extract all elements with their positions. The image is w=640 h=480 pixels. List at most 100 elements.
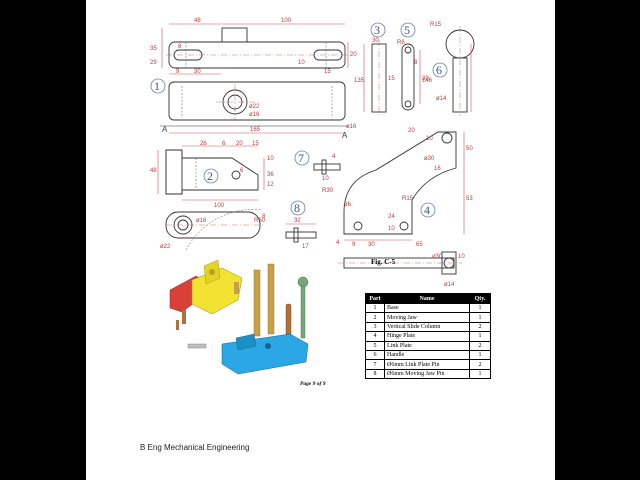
- svg-text:4: 4: [424, 203, 430, 217]
- footer-text: B Eng Mechanical Engineering: [140, 443, 250, 452]
- dim-text: 32: [294, 218, 301, 224]
- dim-text: 12: [267, 182, 274, 188]
- moving-jaw-model: [191, 259, 243, 315]
- column-header: Qty.: [469, 293, 491, 304]
- dim-text: 10: [388, 226, 395, 232]
- link-plate-model: [285, 303, 292, 339]
- column-header: Name: [384, 293, 470, 304]
- part-balloon: 3: [370, 22, 386, 38]
- handle-model: [297, 276, 309, 339]
- dim-text: ø16: [196, 218, 207, 224]
- hinge-plate-drawing: [338, 131, 465, 275]
- dim-text: 30: [368, 242, 375, 248]
- part-number-cell: 1: [365, 302, 385, 314]
- link-plate-drawing: [401, 43, 421, 111]
- dim-text: 26: [200, 141, 207, 147]
- vertical-column-model: [253, 263, 275, 337]
- dim-text: 10: [267, 156, 274, 162]
- svg-text:8: 8: [294, 201, 300, 215]
- pin-model: [176, 320, 179, 330]
- dim-text: ø30: [432, 254, 443, 260]
- quantity-cell: 2: [469, 359, 491, 370]
- svg-text:2: 2: [207, 169, 213, 183]
- dim-text: 16: [434, 166, 441, 172]
- spring-model: [187, 343, 207, 349]
- dim-text: 8: [262, 214, 266, 220]
- dim-text: 17: [302, 244, 309, 250]
- dim-text: 10: [426, 136, 433, 142]
- part-balloon: 6: [432, 62, 448, 78]
- part-balloon: 4: [420, 202, 436, 218]
- svg-text:6: 6: [436, 63, 442, 77]
- dim-text: 100: [214, 203, 225, 209]
- quantity-cell: 1: [469, 368, 491, 380]
- dim-text: 20: [236, 141, 243, 147]
- pins-drawing: [285, 159, 341, 243]
- svg-text:3: 3: [374, 23, 380, 37]
- part-name-cell: Vertical Slide Column: [384, 321, 470, 333]
- dim-text: R30: [322, 188, 334, 194]
- quantity-cell: 1: [469, 312, 491, 323]
- part-number-cell: 6: [365, 349, 385, 361]
- dim-text: 15: [388, 76, 395, 82]
- dim-text: 15: [252, 141, 259, 147]
- dim-text: 20: [350, 52, 357, 58]
- dim-text: ø22: [249, 104, 260, 110]
- svg-text:7: 7: [298, 151, 304, 165]
- dim-text: 10: [458, 254, 465, 260]
- part-name-cell: Handle: [384, 349, 470, 361]
- dim-text: 30: [194, 69, 201, 75]
- document-page: 48 100 35 8 29 20 9 30 10 15 ø22 ø16 165…: [86, 0, 555, 480]
- dim-text: R6: [397, 40, 405, 46]
- part-name-cell: Ø6mm Link Plate Pin: [384, 359, 470, 370]
- table-header-row: Part Name Qty.: [365, 293, 491, 304]
- base-model: [221, 333, 309, 375]
- dim-text: 50: [466, 146, 473, 152]
- dim-text: 30: [372, 38, 379, 44]
- dim-text: 35: [150, 46, 157, 52]
- base-drawing: [160, 23, 349, 134]
- part-number-cell: 7: [365, 359, 385, 370]
- quantity-cell: 1: [469, 331, 491, 342]
- figure-caption: Fig. C-5: [371, 258, 396, 266]
- dim-text: ø16: [346, 124, 357, 130]
- dim-text: ø22: [160, 244, 171, 250]
- dim-text: 6: [240, 168, 244, 174]
- dim-text: 9: [176, 69, 180, 75]
- part-number-cell: 4: [365, 331, 385, 342]
- part-number-cell: 8: [365, 368, 385, 380]
- dim-text: ø30: [424, 156, 435, 162]
- dim-text: 4: [332, 154, 336, 160]
- dim-text: 30: [422, 76, 429, 82]
- dim-text: 135: [354, 78, 365, 84]
- dim-text: 15: [324, 69, 331, 75]
- engineering-drawing: 48 100 35 8 29 20 9 30 10 15 ø22 ø16 165…: [150, 18, 475, 375]
- dim-text: 48: [150, 168, 157, 174]
- dim-text: 100: [281, 18, 292, 24]
- dim-text: 29: [150, 60, 157, 66]
- dim-text: 4: [336, 240, 340, 246]
- part-balloon: 2: [203, 168, 219, 184]
- part-name-cell: Moving Jaw: [384, 312, 470, 323]
- part-name-cell: Link Plate: [384, 340, 470, 351]
- dim-text: ø16: [249, 112, 260, 118]
- dim-text: 165: [250, 127, 261, 133]
- quantity-cell: 1: [469, 302, 491, 314]
- dim-text: 48: [194, 18, 201, 24]
- dim-text: R15: [430, 22, 442, 28]
- dim-text: R15: [402, 196, 414, 202]
- section-label: A: [342, 131, 348, 140]
- svg-text:5: 5: [404, 23, 410, 37]
- dim-text: ø14: [436, 96, 447, 102]
- part-name-cell: Hinge Plate: [384, 331, 470, 342]
- dim-text: 8: [414, 60, 418, 66]
- quantity-cell: 2: [469, 321, 491, 333]
- vertical-slide-column-drawing: [363, 40, 387, 116]
- section-label: A: [162, 125, 168, 134]
